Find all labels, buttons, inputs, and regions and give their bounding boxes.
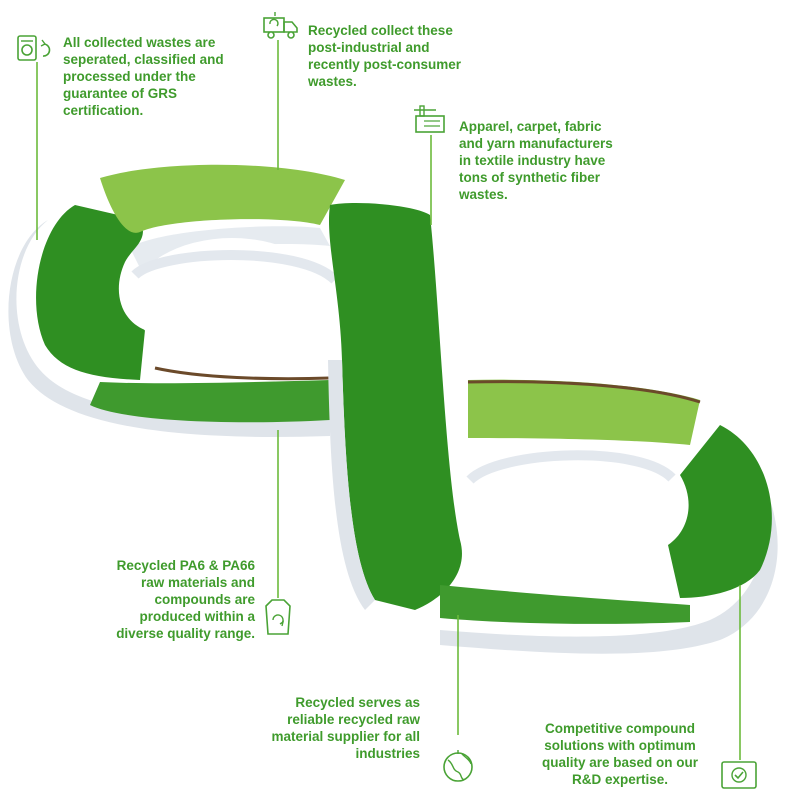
recycle-bag-icon xyxy=(265,599,291,635)
segment-left-dark xyxy=(36,205,145,380)
quality-box-icon xyxy=(721,761,757,789)
segment-center-dark xyxy=(328,203,462,610)
segment-right-top-light xyxy=(468,379,700,445)
segment-right-dark xyxy=(668,425,772,598)
step-text-processing: All collected wastes are seperated, clas… xyxy=(63,35,224,118)
step-text-rnd: Competitive compound solutions with opti… xyxy=(541,721,699,787)
globe-icon xyxy=(443,750,473,782)
step-text-textile-waste: Apparel, carpet, fabric and yarn manufac… xyxy=(459,119,613,202)
factory-icon xyxy=(414,105,445,133)
step-text-collection: Recycled collect these post-industrial a… xyxy=(308,23,462,89)
left-loop xyxy=(8,164,345,437)
recycling-truck-icon xyxy=(263,12,298,39)
step-text-production: Recycled PA6 & PA66 raw materials and co… xyxy=(116,558,255,641)
right-loop xyxy=(440,379,778,654)
segment-left-bottom xyxy=(90,380,330,423)
leader-lines xyxy=(36,40,741,760)
segment-right-bottom xyxy=(440,585,690,624)
washing-machine-icon xyxy=(17,35,51,61)
center-band xyxy=(328,203,462,610)
segment-top-light xyxy=(100,164,345,233)
step-text-supplier: Recycled serves as reliable recycled raw… xyxy=(271,695,420,761)
